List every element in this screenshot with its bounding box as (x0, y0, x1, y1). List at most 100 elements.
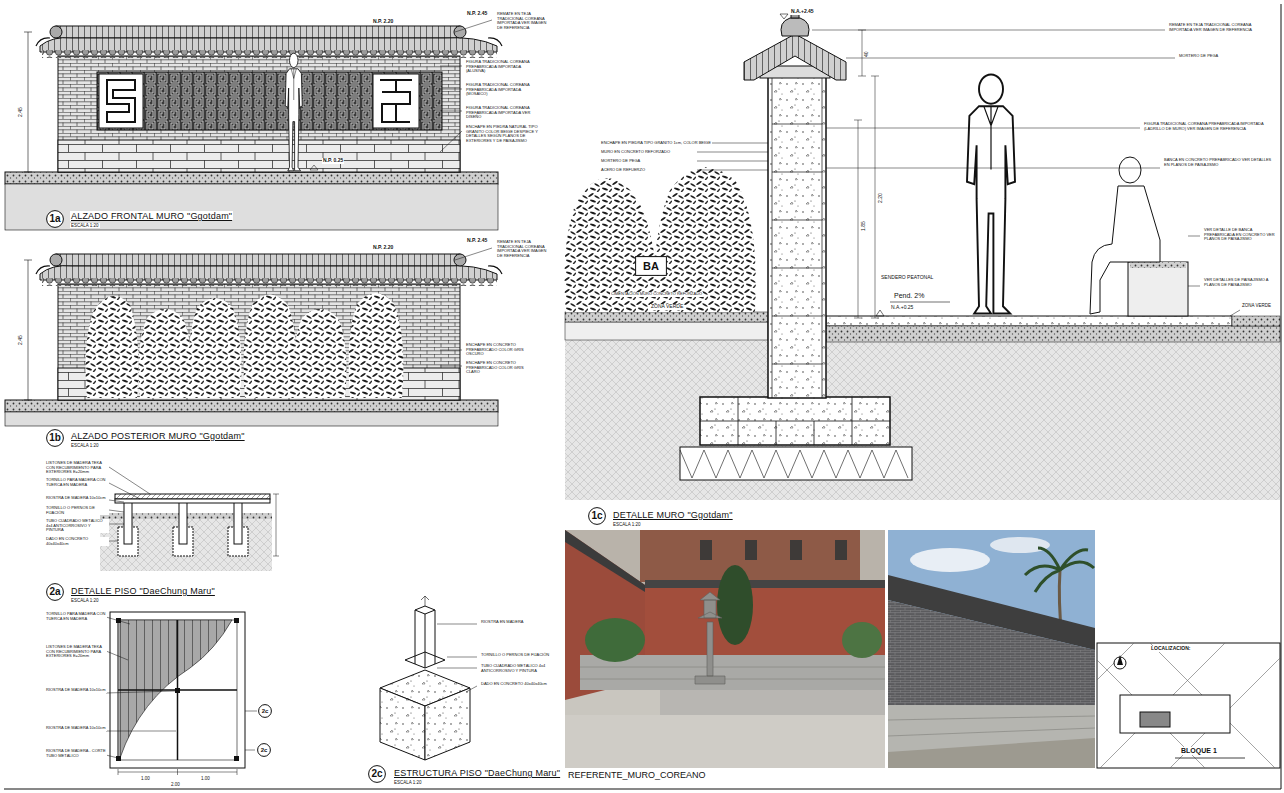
wall-section-detail-part (700, 397, 890, 445)
annotation-note: ACERO DE REFUERZO (600, 168, 646, 173)
wall-section-detail-part (744, 34, 846, 80)
annotation-note: REMATE EN TEJA TRADICIONAL COREANA IMPOR… (1168, 23, 1275, 32)
node-shape (47, 584, 64, 601)
wall-section-detail-part (680, 450, 908, 478)
wall-section-detail-part (565, 312, 768, 322)
reference-photo-wall-part (910, 548, 990, 572)
location-map-part (1175, 758, 1245, 759)
annotation-note: TORNILLO O PERNOS DE FIJACIÓN (480, 653, 552, 658)
callout-circle: 1a (46, 210, 64, 228)
annotation-note: 2.00 (170, 782, 181, 787)
floor-section-part (234, 502, 242, 544)
annotation-note: MURO EN CONCRETO REFORZADO (600, 150, 671, 155)
reference-photo-wall-part (888, 700, 1095, 768)
reference-photo-courtyard-part (585, 618, 645, 662)
annotation-note: ESCALA 1:20 (612, 522, 642, 527)
front-elevation-part (99, 74, 143, 128)
annotation-note: VER DETALLES DE PAISAJISMO A PLANOS DE P… (1203, 278, 1279, 287)
annotation-note: ZONA VERDE (650, 304, 684, 310)
floor-section-part (179, 502, 187, 544)
level-mark: N.P. 2.45 (466, 11, 488, 17)
node-text: 1a (46, 214, 64, 224)
reference-photo-courtyard-part (645, 585, 885, 657)
reference-photo-courtyard-part (695, 592, 725, 684)
front-elevation-part (36, 26, 502, 172)
floor-structure-iso-part (380, 688, 425, 760)
callout-circle: 2a (46, 583, 64, 601)
wall-section-detail-part (680, 447, 912, 480)
node-text: BA (635, 261, 667, 272)
node-shape (589, 508, 606, 525)
drawing-title: ALZADO FRONTAL MURO "Ggotdam" (70, 211, 233, 221)
wall-section-detail-part (1119, 157, 1141, 183)
node-text: 2c (257, 747, 271, 753)
rear-elevation-part (349, 293, 404, 398)
annotation-note: TORNILLO PARA MADERA CON TUERCA EN MADER… (45, 612, 107, 621)
annotation-note: 1.00 (200, 776, 211, 781)
level-mark: N.P. 2.45 (466, 238, 488, 244)
wall-section-detail-part (967, 74, 1015, 313)
level-mark: N.A.+2.45 (790, 9, 815, 15)
level-mark: N.P. 2.20 (372, 245, 394, 251)
floor-plan-part (110, 612, 245, 768)
annotation-note: REMATE EN TEJA TRADICIONAL COREANA IMPOR… (496, 240, 553, 258)
annotation-note: DADO EN CONCRETO 40x40x40cm (45, 537, 109, 546)
node-shape (636, 257, 667, 276)
annotation-note: TUBO CUADRADO METÁLICO 4x4 ANTICORROSIVO… (45, 519, 109, 533)
drawing-title: ESTRUCTURA PISO "DaeChung Maru" (393, 768, 561, 778)
annotation-note: TORNILLO O PERNOS DE FIJACIÓN (45, 506, 109, 515)
node-shape (47, 211, 64, 228)
location-map-part (1117, 655, 1123, 665)
front-elevation-part (97, 72, 442, 130)
reference-photo-courtyard-part (790, 540, 802, 560)
wall-section-detail-part (1232, 316, 1280, 326)
reference-photo-wall-part (990, 537, 1050, 553)
level-mark: LOCALIZACION: (1150, 646, 1191, 652)
rear-elevation-part (5, 400, 498, 412)
dimension-text: 40 (864, 50, 870, 58)
floor-section (100, 467, 279, 571)
floor-section-part (115, 499, 270, 503)
annotation-note: ESCALA 1:20 (70, 443, 100, 448)
annotation-note: REFERENTE_MURO_COREANO (567, 770, 707, 780)
annotation-note: SENDERO PEATONAL (880, 275, 934, 281)
annotation-note: ZONA VERDE (1241, 303, 1272, 308)
annotation-note: TORNILLO PARA MADERA CON TUERCA EN MADER… (45, 478, 109, 487)
reference-photo-courtyard-part (640, 530, 860, 582)
node-shape (47, 430, 64, 447)
floor-plan-part (118, 620, 237, 760)
annotation-note: LISTONES DE MADERA TEKA CON RECUBRIMIENT… (45, 645, 107, 659)
wall-section-detail-part (768, 76, 826, 398)
front-elevation-part (373, 74, 419, 128)
wall-section-detail-part (781, 18, 809, 36)
drawing-title: DETALLE MURO "Ggotdam" (612, 510, 734, 520)
wall-section-detail-part (772, 76, 822, 398)
reference-photo-wall-part (888, 716, 1095, 736)
wall-section-detail-part (1128, 262, 1188, 316)
reference-photo-courtyard-part (645, 580, 885, 588)
annotation-note: ENCHAPE EN PIEDRA TIPO GRANITO 1cm, COLO… (600, 141, 712, 146)
location-map-part (1097, 643, 1280, 768)
annotation-note: DADO EN CONCRETO 40x40x40cm (480, 682, 552, 687)
annotation-note: RIOSTRA DE MADERA - CORTE TUBO METÁLICO (45, 749, 107, 758)
location-map-part (1120, 695, 1230, 733)
floor-plan-part (116, 756, 121, 761)
floor-structure-iso-part (425, 688, 470, 760)
wall-section-detail-part (697, 30, 1240, 316)
reference-photo-wall-part (1025, 548, 1094, 592)
floor-plan-part (118, 620, 232, 758)
wall-section-detail-part (780, 14, 788, 19)
front-elevation-part (285, 53, 302, 171)
wall-section-detail-part (826, 316, 1232, 326)
floor-plan-part (234, 756, 239, 761)
sheet-frame (4, 4, 1281, 789)
reference-photo-wall-part (888, 530, 1095, 768)
annotation-note: RIOSTRA DE MADERA 10x10cm (45, 688, 107, 693)
floor-section-part (109, 467, 279, 556)
callout-circle: 1b (46, 429, 64, 447)
reference-photo-courtyard-part (700, 540, 712, 560)
wall-section-detail-part (1090, 186, 1160, 314)
